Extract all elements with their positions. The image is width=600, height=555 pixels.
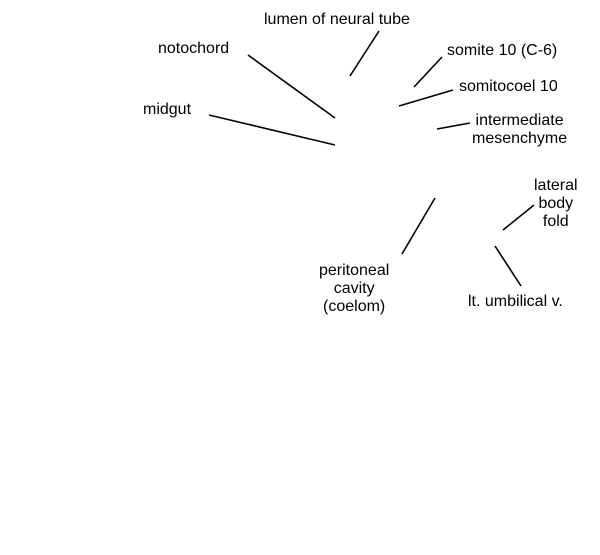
- leader-line-notochord: [247, 54, 336, 119]
- label-lumen-of-neural-tube: lumen of neural tube: [264, 11, 410, 28]
- label-lateral-body-fold-line-2: body: [538, 195, 574, 212]
- leader-line-lumen-of-neural-tube: [349, 30, 380, 77]
- leader-line-somite-10: [413, 56, 443, 88]
- leader-line-somitocoel-10: [398, 89, 454, 107]
- label-peritoneal-cavity-line-2: cavity: [333, 280, 375, 297]
- label-intermediate-mesenchyme: intermediate mesenchyme: [472, 112, 567, 148]
- label-somitocoel-10: somitocoel 10: [459, 78, 558, 95]
- label-somite-10: somite 10 (C-6): [447, 42, 558, 59]
- label-midgut: midgut: [143, 101, 192, 118]
- leader-line-midgut: [208, 114, 336, 146]
- label-peritoneal-cavity: peritoneal cavity (coelom): [319, 262, 389, 316]
- leader-line-intermediate-mesenchyme: [436, 122, 471, 130]
- label-lateral-body-fold-line-3: fold: [542, 213, 569, 230]
- leader-line-lt-umbilical-v: [494, 245, 522, 287]
- label-lt-umbilical-v: lt. umbilical v.: [468, 293, 563, 310]
- label-lateral-body-fold-line-1: lateral: [534, 177, 578, 194]
- label-peritoneal-cavity-line-1: peritoneal: [319, 262, 390, 279]
- leader-line-lateral-body-fold: [502, 204, 535, 231]
- label-intermediate-mesenchyme-line-2: mesenchyme: [472, 130, 568, 147]
- label-notochord: notochord: [158, 40, 230, 57]
- leader-line-peritoneal-cavity: [401, 197, 436, 255]
- label-intermediate-mesenchyme-line-1: intermediate: [475, 112, 564, 129]
- label-lateral-body-fold: lateral body fold: [534, 177, 578, 231]
- label-peritoneal-cavity-line-3: (coelom): [323, 298, 386, 315]
